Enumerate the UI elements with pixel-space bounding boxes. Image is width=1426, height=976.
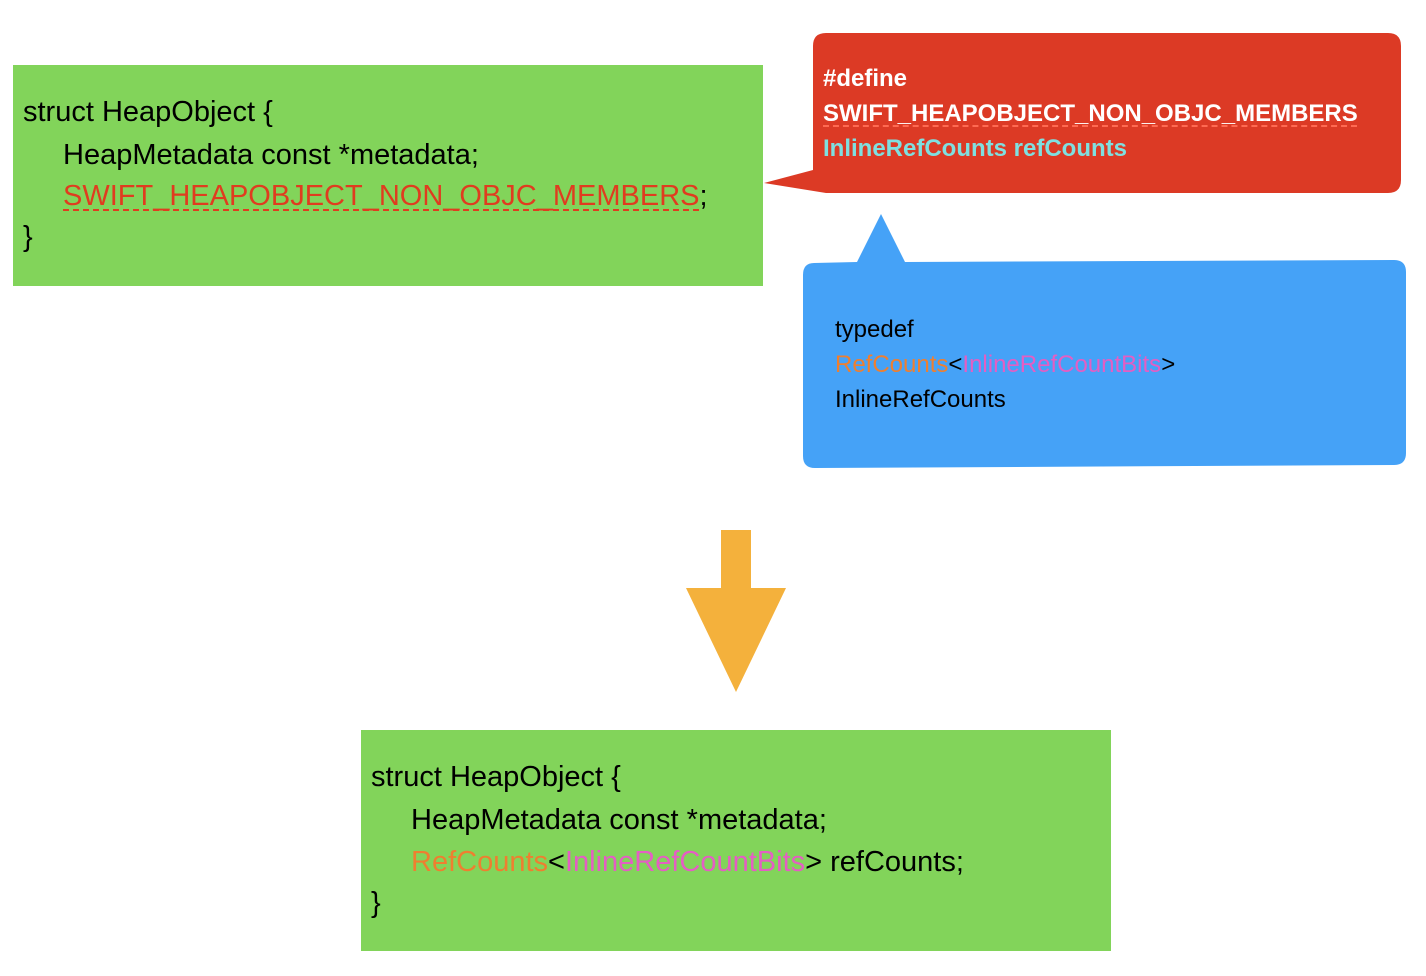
code-line: RefCounts<InlineRefCountBits> refCounts;: [411, 848, 964, 877]
typedef-type: RefCounts<InlineRefCountBits>: [835, 353, 1175, 377]
code-line: struct HeapObject {: [371, 763, 621, 792]
closing-brace: }: [371, 887, 381, 919]
code-line: HeapMetadata const *metadata;: [63, 141, 479, 170]
code-line: struct HeapObject {: [23, 98, 273, 127]
code-line: HeapMetadata const *metadata;: [411, 806, 827, 835]
expanded-struct-box: struct HeapObject { HeapMetadata const *…: [361, 730, 1111, 951]
inline-refcountbits-param: InlineRefCountBits: [962, 351, 1162, 378]
metadata-member: HeapMetadata const *metadata;: [411, 804, 827, 836]
refcounts-type: RefCounts: [835, 351, 949, 378]
blue-callout-bubble: [803, 214, 1406, 468]
down-arrow-icon: [686, 530, 786, 692]
code-line: }: [23, 223, 33, 252]
macro-member: SWIFT_HEAPOBJECT_NON_OBJC_MEMBERS: [63, 180, 700, 212]
original-struct-box: struct HeapObject { HeapMetadata const *…: [13, 65, 763, 286]
angle-open: <: [548, 846, 565, 878]
closing-brace: }: [23, 221, 33, 253]
angle-close: >: [1161, 351, 1176, 378]
code-line: }: [371, 889, 381, 918]
metadata-member: HeapMetadata const *metadata;: [63, 139, 479, 171]
define-macro-name: SWIFT_HEAPOBJECT_NON_OBJC_MEMBERS: [823, 100, 1358, 127]
refcounts-type: RefCounts: [411, 846, 549, 878]
red-callout-bubble: [764, 33, 1401, 193]
define-keyword: #define: [823, 65, 908, 92]
code-line: SWIFT_HEAPOBJECT_NON_OBJC_MEMBERS;: [63, 182, 708, 211]
inline-refcountbits-param: InlineRefCountBits: [564, 846, 806, 878]
struct-declaration: struct HeapObject {: [23, 96, 273, 128]
semicolon: ;: [699, 180, 708, 212]
struct-declaration: struct HeapObject {: [371, 761, 621, 793]
typedef-alias: InlineRefCounts: [835, 386, 1006, 413]
angle-open: <: [948, 351, 963, 378]
define-macro-value: InlineRefCounts refCounts: [823, 135, 1127, 162]
typedef-keyword: typedef: [835, 316, 914, 343]
refcounts-member: > refCounts;: [805, 846, 964, 878]
